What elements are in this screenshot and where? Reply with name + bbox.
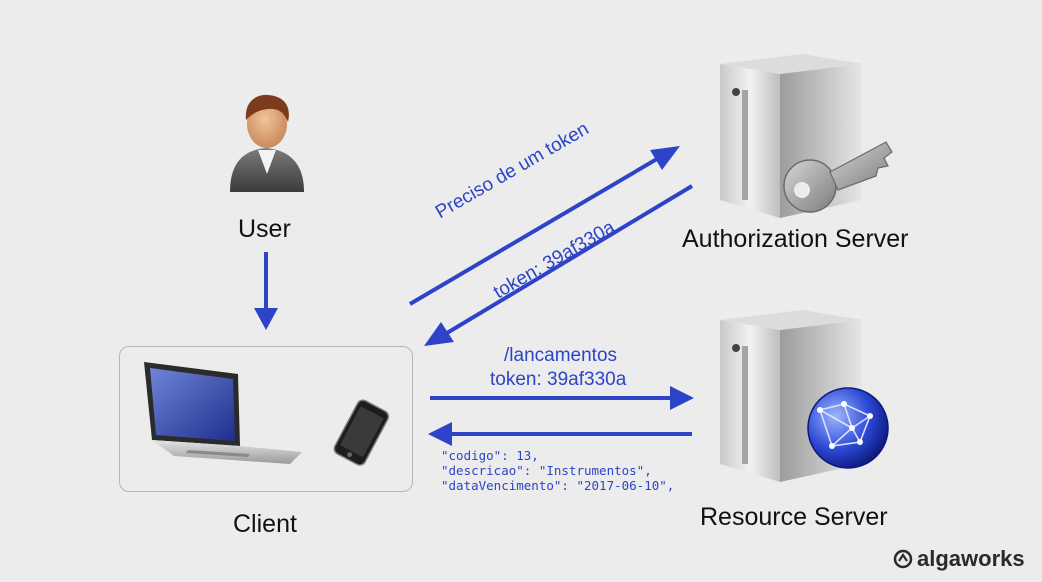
algaworks-logo-icon — [893, 549, 913, 569]
phone-icon — [333, 399, 390, 466]
resource-response-json: "codigo": 13, "descricao": "Instrumentos… — [441, 448, 674, 493]
resource-request-token-label: token: 39af330a — [490, 369, 627, 390]
client-box — [119, 346, 413, 492]
resource-request-arrowhead — [670, 386, 694, 410]
user-to-client-arrowhead — [254, 308, 278, 330]
brand-logo: algaworks — [893, 546, 1025, 572]
resource-server-label: Resource Server — [700, 503, 888, 531]
laptop-icon — [144, 362, 302, 464]
resource-request-path-label: /lancamentos — [504, 345, 618, 366]
json-line: "descricao": "Instrumentos", — [441, 463, 652, 478]
authorization-server-icon — [720, 54, 893, 218]
json-line: "dataVencimento": "2017-06-10", — [441, 478, 675, 493]
token-response-arrowhead — [424, 322, 454, 346]
resource-response-arrowhead — [428, 422, 452, 446]
json-line: "codigo": 13, — [441, 448, 539, 463]
request-token-arrow — [408, 154, 664, 306]
resource-server-icon — [720, 310, 889, 482]
token-response-arrow — [440, 184, 694, 338]
request-token-arrowhead — [650, 146, 680, 170]
client-label: Client — [233, 510, 297, 538]
user-label: User — [238, 215, 291, 243]
user-icon — [230, 94, 304, 192]
brand-name: algaworks — [917, 546, 1025, 571]
globe-icon — [807, 387, 889, 469]
key-icon — [783, 141, 893, 213]
authorization-server-label: Authorization Server — [682, 225, 909, 253]
